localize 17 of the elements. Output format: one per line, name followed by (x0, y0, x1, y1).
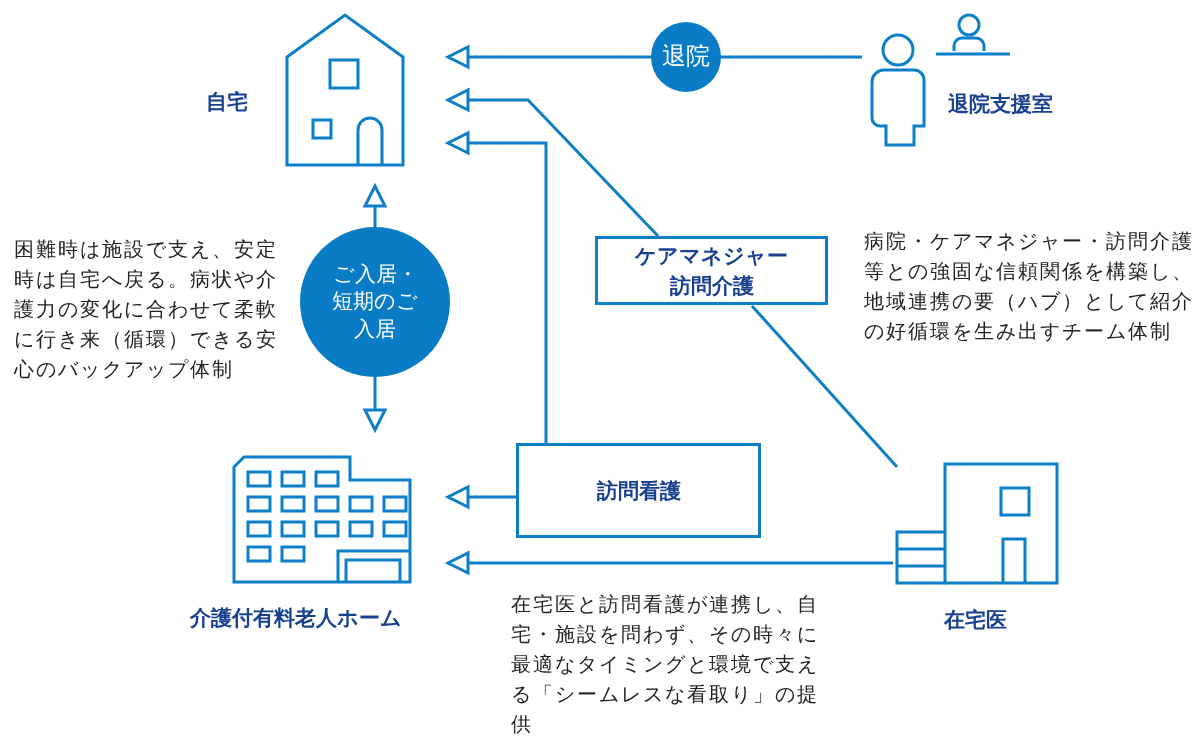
edge-label: 退院 (651, 22, 721, 92)
edge-label: ご入居・短期のご入居 (300, 227, 450, 377)
arrow (446, 131, 548, 443)
arrow (446, 88, 660, 238)
node-label: 訪問看護 (595, 477, 682, 505)
process-box (595, 236, 828, 305)
node-label: ケアマネジャー訪問介護 (634, 242, 789, 300)
arrow (446, 485, 516, 509)
note-text: 困難時は施設で支え、安定時は自宅へ戻る。病状や介護力の変化に合わせて柔軟に行き来（循環）できる安心のバックアップ体制 (14, 236, 279, 383)
node-label: 在宅医 (944, 607, 1007, 634)
node-label: 自宅 (206, 89, 248, 116)
node-label: 退院支援室 (948, 91, 1053, 118)
process-box (516, 443, 761, 538)
node-label: 介護付有料老人ホーム (190, 605, 402, 632)
note-text: 在宅医と訪問看護が連携し、自宅・施設を問わず、その時々に最適なタイミングと環境で支える「シームレスな看取り」の提供 (511, 591, 820, 738)
arrow (446, 551, 893, 575)
note-text: 病院・ケアマネジャー・訪問介護等との強固な信頼関係を構築し、地域連携の要（ハブ）として紹介の好循環を生み出すチーム体制 (864, 228, 1195, 345)
